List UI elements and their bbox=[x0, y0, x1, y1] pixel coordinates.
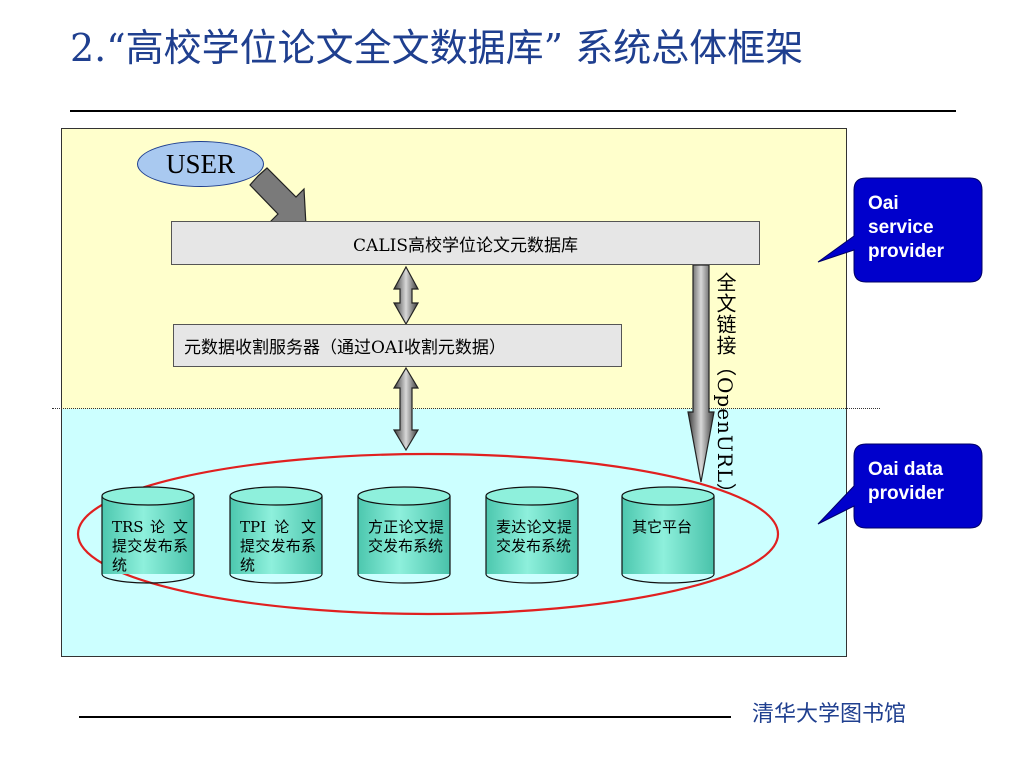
harvest-server-box: 元数据收割服务器（通过OAI收割元数据） bbox=[173, 324, 622, 367]
footer-organization: 清华大学图书馆 bbox=[752, 702, 907, 727]
database-cylinder-tpi bbox=[229, 486, 323, 584]
fulltext-link-label: 全文链接（OpenURL） bbox=[713, 272, 737, 505]
user-label: USER bbox=[165, 148, 236, 179]
database-cylinder-trs bbox=[101, 486, 195, 584]
data-provider-group-ellipse bbox=[76, 452, 780, 616]
database-label-founder: 方正论文提交发布系统 bbox=[368, 518, 444, 555]
fulltext-link-arrow bbox=[687, 264, 715, 483]
page-title: 2.“高校学位论文全文数据库” 系统总体框架 bbox=[70, 26, 804, 70]
title-rule bbox=[70, 110, 956, 112]
user-node: USER bbox=[137, 141, 264, 187]
database-label-trs: TRS 论 文 提交发布系统 bbox=[112, 518, 188, 574]
calis-metadata-box: CALIS高校学位论文元数据库 bbox=[171, 221, 760, 265]
database-cylinder-maida bbox=[485, 486, 579, 584]
zone-divider bbox=[52, 408, 880, 409]
service-provider-callout-text: Oai service provider bbox=[868, 193, 945, 262]
footer-rule bbox=[79, 716, 731, 718]
database-label-other: 其它平台 bbox=[632, 518, 693, 536]
database-cylinder-other bbox=[621, 486, 715, 584]
service-provider-callout bbox=[817, 177, 983, 283]
harvest-to-calis-arrow bbox=[392, 265, 420, 326]
calis-box-label: CALIS高校学位论文元数据库 bbox=[353, 235, 578, 256]
database-label-tpi: TPI 论 文 提交发布系统 bbox=[240, 518, 316, 574]
database-label-maida: 麦达论文提交发布系统 bbox=[496, 518, 572, 555]
data-provider-callout bbox=[817, 443, 983, 529]
user-arrow bbox=[249, 167, 307, 227]
harvest-to-databases-arrow bbox=[392, 366, 420, 452]
data-provider-callout-text: Oai data provider bbox=[868, 459, 945, 504]
harvest-box-label: 元数据收割服务器（通过OAI收割元数据） bbox=[184, 338, 506, 358]
database-cylinder-founder bbox=[357, 486, 451, 584]
